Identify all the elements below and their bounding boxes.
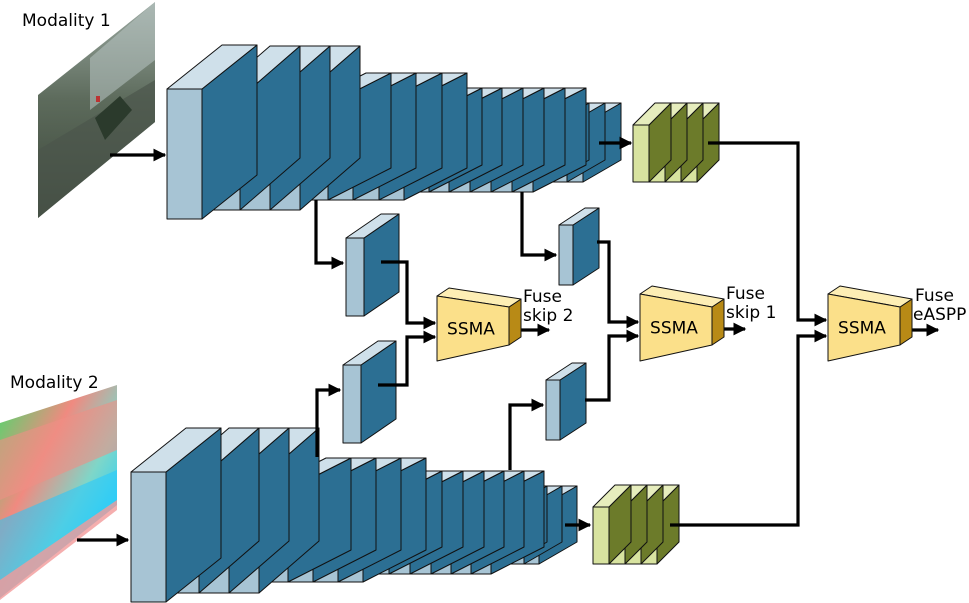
- easpp2-to-ssma-arrow: [670, 329, 828, 527]
- ssma-skip1-block-label: SSMA: [650, 319, 698, 339]
- ssma-skip2-block-front: [436, 295, 510, 362]
- ssma-blocks: SSMA SSMA SSMA: [436, 285, 913, 362]
- skip2-m2-to-ssma-arrow: [378, 330, 437, 387]
- fuse-easpp-label-line2: eASPP: [913, 305, 966, 325]
- fuse-skip2-label-line2: skip 2: [523, 306, 573, 326]
- skip2-m2-block: [342, 340, 397, 444]
- modality1-label: Modality 1: [22, 11, 111, 31]
- connections: [77, 136, 940, 547]
- easpp1-to-ssma-arrow: [708, 141, 828, 327]
- skip2-m1-block-front: [345, 237, 365, 317]
- skip1-m2-block: [545, 362, 587, 441]
- skip2-m1-block: [345, 213, 400, 317]
- modality2-label: Modality 2: [10, 373, 99, 393]
- enc1-to-skip2-arrow: [314, 200, 345, 270]
- ssma-skip1-block-front: [639, 293, 713, 362]
- ssma-skip2-block-label: SSMA: [447, 320, 495, 340]
- easpp1-1-front: [632, 124, 650, 183]
- enc2-stem: [130, 427, 222, 603]
- easpp2-1: [592, 484, 632, 565]
- modality1-image: [38, 2, 155, 218]
- ssma-easpp-block-front: [827, 293, 901, 362]
- modality2-image: [0, 385, 117, 600]
- fuse-skip2-label-line1: Fuse: [523, 287, 562, 307]
- skip1-m1-to-ssma-arrow: [597, 240, 640, 329]
- enc2-stem-front: [130, 471, 167, 603]
- fuse-easpp-label-line1: Fuse: [915, 286, 954, 306]
- easpp2-1-front: [592, 506, 610, 565]
- ssma-easpp-block-label: SSMA: [838, 319, 886, 339]
- ssma-skip1-block: SSMA: [639, 285, 725, 362]
- encoder-blocks: [130, 44, 720, 603]
- skip2-m1-to-ssma-arrow: [381, 260, 437, 330]
- fuse-skip1-label-line2: skip 1: [726, 303, 776, 323]
- skip1-m1-block: [558, 207, 600, 286]
- fuse-skip1-label-line1: Fuse: [726, 284, 765, 304]
- skip1-m2-block-front: [545, 379, 561, 441]
- enc1-stem: [166, 44, 258, 220]
- enc1-stem-front: [166, 88, 203, 220]
- enc2-to-skip1-arrow: [508, 398, 545, 470]
- ssma-skip2-block: SSMA: [436, 287, 522, 362]
- skip2-m2-block-front: [342, 364, 362, 444]
- skip1-m2-to-ssma-arrow: [585, 329, 640, 402]
- skip1-m1-block-front: [558, 224, 574, 286]
- enc1-to-skip1-arrow: [520, 192, 558, 262]
- ssma-easpp-block: SSMA: [827, 285, 913, 362]
- enc2-to-skip2-arrow: [315, 383, 342, 457]
- easpp1-1: [632, 102, 672, 183]
